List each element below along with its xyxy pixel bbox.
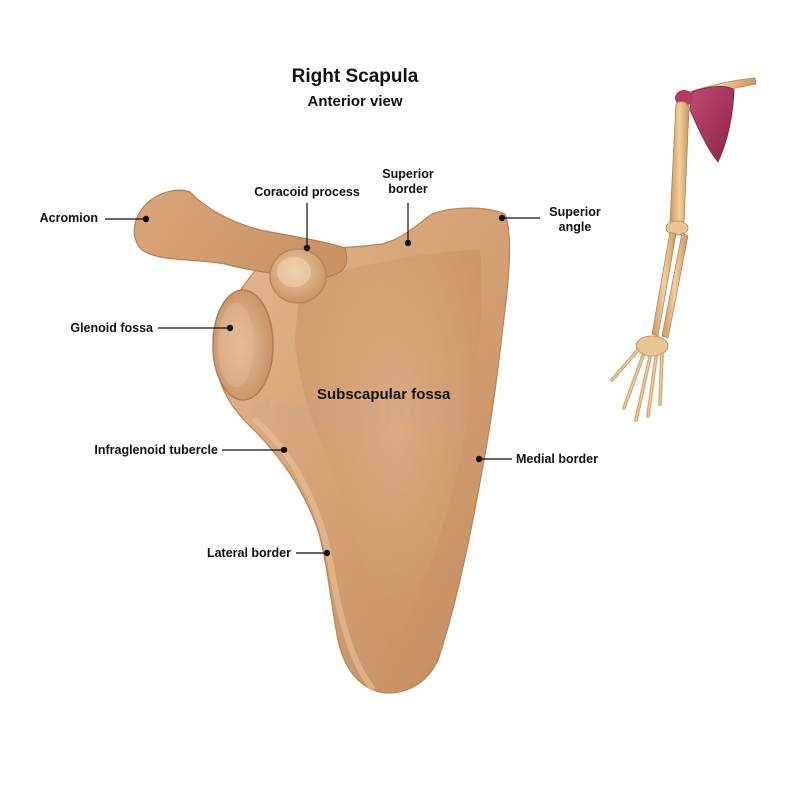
hand-bones xyxy=(610,348,664,422)
label-superior-border-line1: Superior xyxy=(382,167,434,181)
label-superior-border-line2: border xyxy=(388,182,428,196)
glenoid-fossa-rim xyxy=(218,303,254,387)
label-medial-border: Medial border xyxy=(516,452,598,466)
label-coracoid-process: Coracoid process xyxy=(254,185,360,199)
label-superior-angle: Superior angle xyxy=(540,205,610,235)
coracoid-process-tip xyxy=(277,257,311,287)
superior-border-dot xyxy=(404,239,412,247)
ulna xyxy=(651,231,677,337)
diagram-title: Right Scapula xyxy=(291,66,419,87)
medial-border-dot xyxy=(475,455,483,463)
label-glenoid-fossa: Glenoid fossa xyxy=(70,321,153,335)
infraglenoid-dot xyxy=(280,446,288,454)
acromion-dot xyxy=(142,215,150,223)
label-superior-angle-line2: angle xyxy=(558,220,592,234)
arm-skeleton-thumbnail xyxy=(610,77,757,422)
wrist xyxy=(635,335,669,357)
watermark: dreamstime xyxy=(250,392,465,432)
diagram-subtitle: Anterior view xyxy=(307,93,403,110)
label-lateral-border: Lateral border xyxy=(206,546,291,560)
radius xyxy=(661,232,689,339)
lateral-border-dot xyxy=(323,549,331,557)
superior-angle-dot xyxy=(498,214,506,222)
subscapular-fossa-area xyxy=(295,250,482,650)
label-infraglenoid-tubercle: Infraglenoid tubercle xyxy=(94,443,218,457)
label-acromion: Acromion xyxy=(39,211,98,225)
label-superior-border: Superior border xyxy=(373,167,443,197)
glenoid-dot xyxy=(226,324,234,332)
humerus xyxy=(669,101,690,229)
leader-lines xyxy=(105,203,540,557)
coracoid-dot xyxy=(303,244,311,252)
scapula-thumbnail xyxy=(689,86,735,163)
label-superior-angle-line1: Superior xyxy=(549,205,601,219)
label-subscapular-fossa: Subscapular fossa xyxy=(317,386,451,403)
elbow-joint xyxy=(665,220,689,236)
